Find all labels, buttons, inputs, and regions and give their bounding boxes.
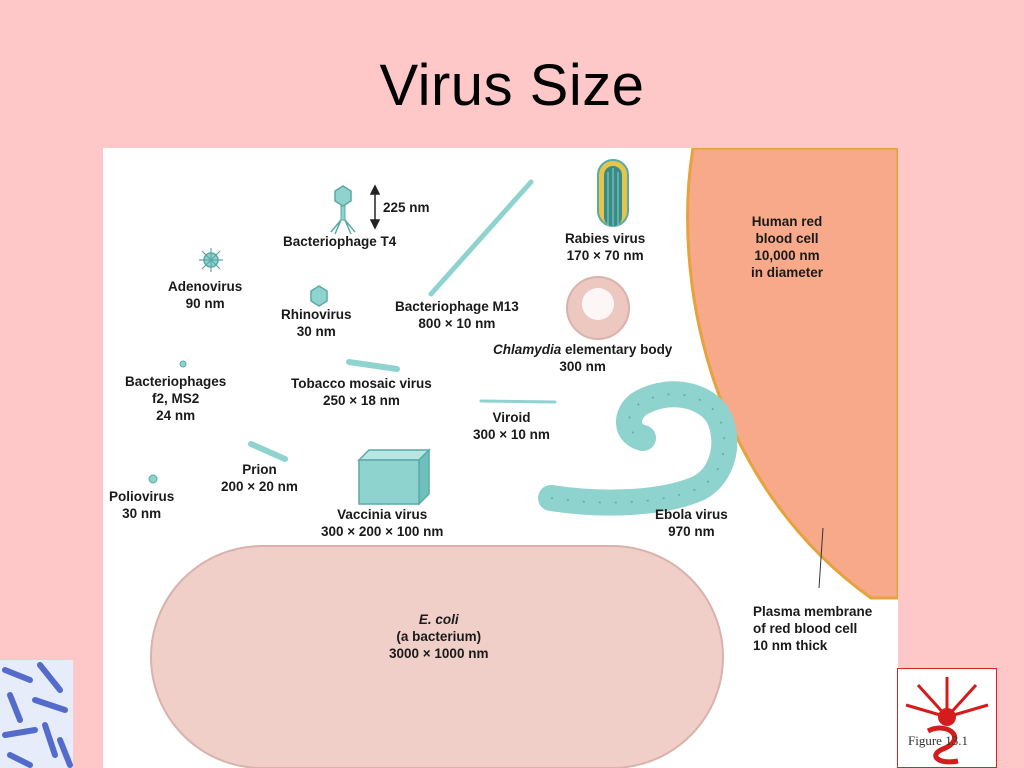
- bacteriophages-f2-label: Bacteriophages f2, MS2 24 nm: [125, 374, 227, 423]
- figure-reference: Figure 13.1: [908, 733, 968, 748]
- rabies-virus-label: Rabies virus 170 × 70 nm: [565, 231, 646, 263]
- poliovirus-icon: [148, 474, 158, 484]
- bacteriophage-m13-icon: [428, 179, 534, 297]
- bacteriophage-t4-icon: [330, 185, 356, 235]
- ecoli-label: E. coli (a bacterium) 3000 × 1000 nm: [389, 612, 489, 661]
- viroid-icon: [479, 399, 557, 404]
- skyline-logo: [897, 668, 997, 768]
- vaccinia-virus-label: Vaccinia virus 300 × 200 × 100 nm: [321, 507, 444, 539]
- rhinovirus-icon: [310, 285, 328, 307]
- prion-icon: [248, 441, 288, 462]
- viroid-label: Viroid 300 × 10 nm: [473, 410, 550, 442]
- human-rbc-label: Human red blood cell 10,000 nm in diamet…: [751, 214, 824, 280]
- ecoli-shape: [150, 545, 724, 768]
- ebola-virus-icon: [538, 381, 738, 516]
- chlamydia-label: Chlamydia elementary body 300 nm: [493, 342, 673, 374]
- vaccinia-virus-icon: [357, 448, 431, 506]
- bacteriophage-m13-label: Bacteriophage M13 800 × 10 nm: [395, 299, 519, 331]
- rhinovirus-label: Rhinovirus 30 nm: [281, 307, 352, 339]
- plasma-membrane-label: Plasma membrane of red blood cell 10 nm …: [753, 604, 873, 653]
- adenovirus-label: Adenovirus 90 nm: [168, 279, 243, 311]
- prion-label: Prion 200 × 20 nm: [221, 462, 298, 494]
- bacteriophage-f2-icon: [179, 360, 187, 368]
- ebola-virus-label: Ebola virus 970 nm: [655, 507, 728, 539]
- chlamydia-name-italic: Chlamydia: [493, 342, 562, 357]
- tobacco-mosaic-label: Tobacco mosaic virus 250 × 18 nm: [291, 376, 432, 408]
- rabies-virus-icon: [597, 159, 629, 227]
- virus-size-figure: 225 nm Bacteriophage T4 Adenovirus 90 nm…: [103, 148, 898, 768]
- plasma-membrane-pointer: [818, 527, 824, 589]
- t4-scale-arrow: [369, 184, 381, 230]
- bacteria-micrograph-image: [0, 660, 73, 768]
- bacteriophage-t4-label: Bacteriophage T4: [283, 234, 397, 249]
- chlamydia-name-rest: elementary body: [561, 342, 673, 357]
- chlamydia-icon: [566, 276, 630, 340]
- tobacco-mosaic-icon: [346, 359, 400, 372]
- adenovirus-icon: [199, 248, 223, 272]
- t4-size-label: 225 nm: [383, 200, 430, 215]
- poliovirus-label: Poliovirus 30 nm: [109, 489, 175, 521]
- slide-title: Virus Size: [379, 53, 645, 118]
